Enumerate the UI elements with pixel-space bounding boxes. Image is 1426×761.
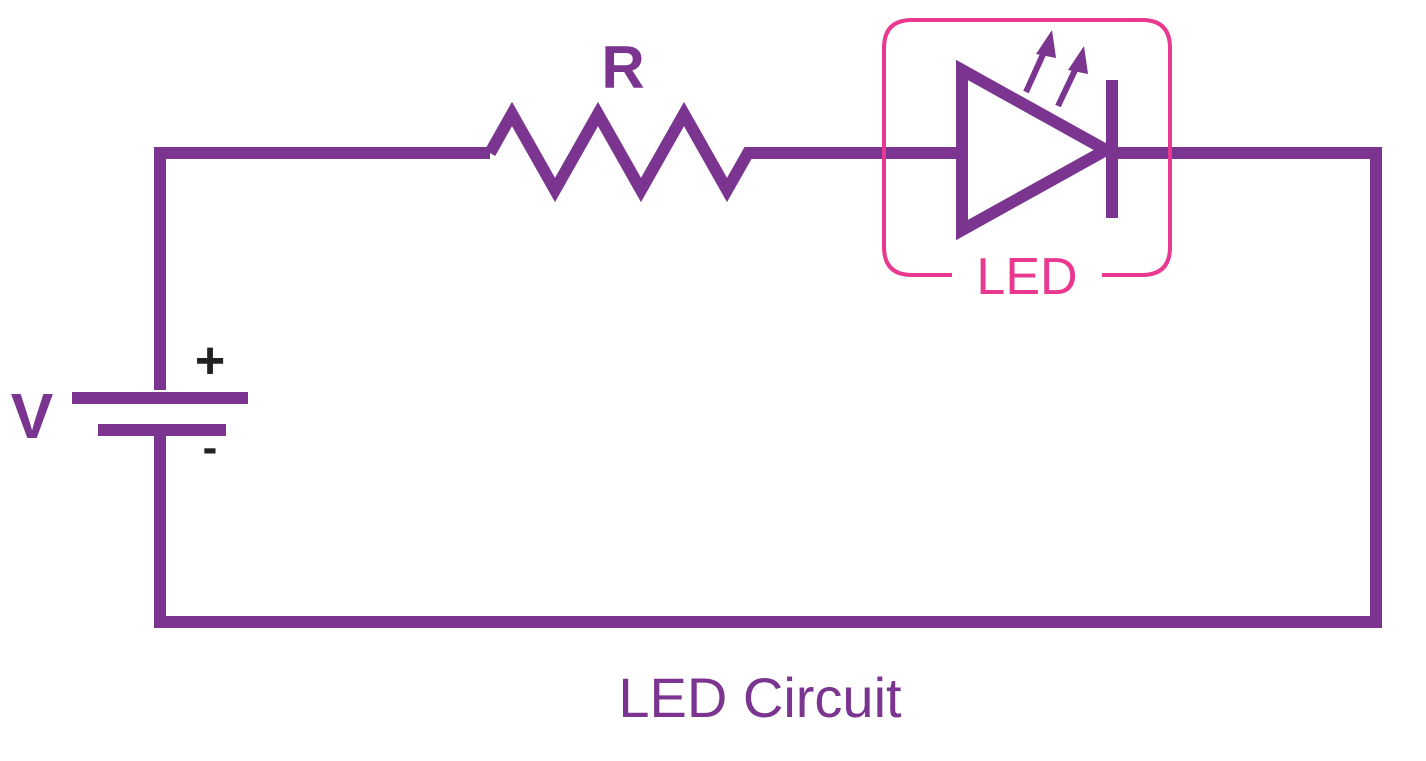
- battery-negative-sign: -: [203, 423, 218, 472]
- emission-arrow-head-2: [1068, 46, 1088, 74]
- resistor-label: R: [601, 34, 644, 101]
- led-diode-triangle: [956, 59, 1119, 241]
- emission-arrow-head-1: [1036, 30, 1056, 58]
- led-emission-arrows-icon: [1023, 30, 1088, 108]
- led-label: LED: [976, 248, 1077, 306]
- emission-arrow-shaft-1: [1023, 48, 1048, 94]
- diagram-caption: LED Circuit: [618, 666, 902, 729]
- led-highlight-box: [882, 18, 1172, 277]
- emission-arrow-shaft-2: [1055, 64, 1080, 108]
- battery-positive-sign: +: [195, 332, 225, 390]
- resistor-symbol: [484, 101, 960, 203]
- circuit-wire-return: [154, 147, 1382, 628]
- circuit-wire: [154, 147, 490, 390]
- battery-voltage-label: V: [11, 380, 54, 452]
